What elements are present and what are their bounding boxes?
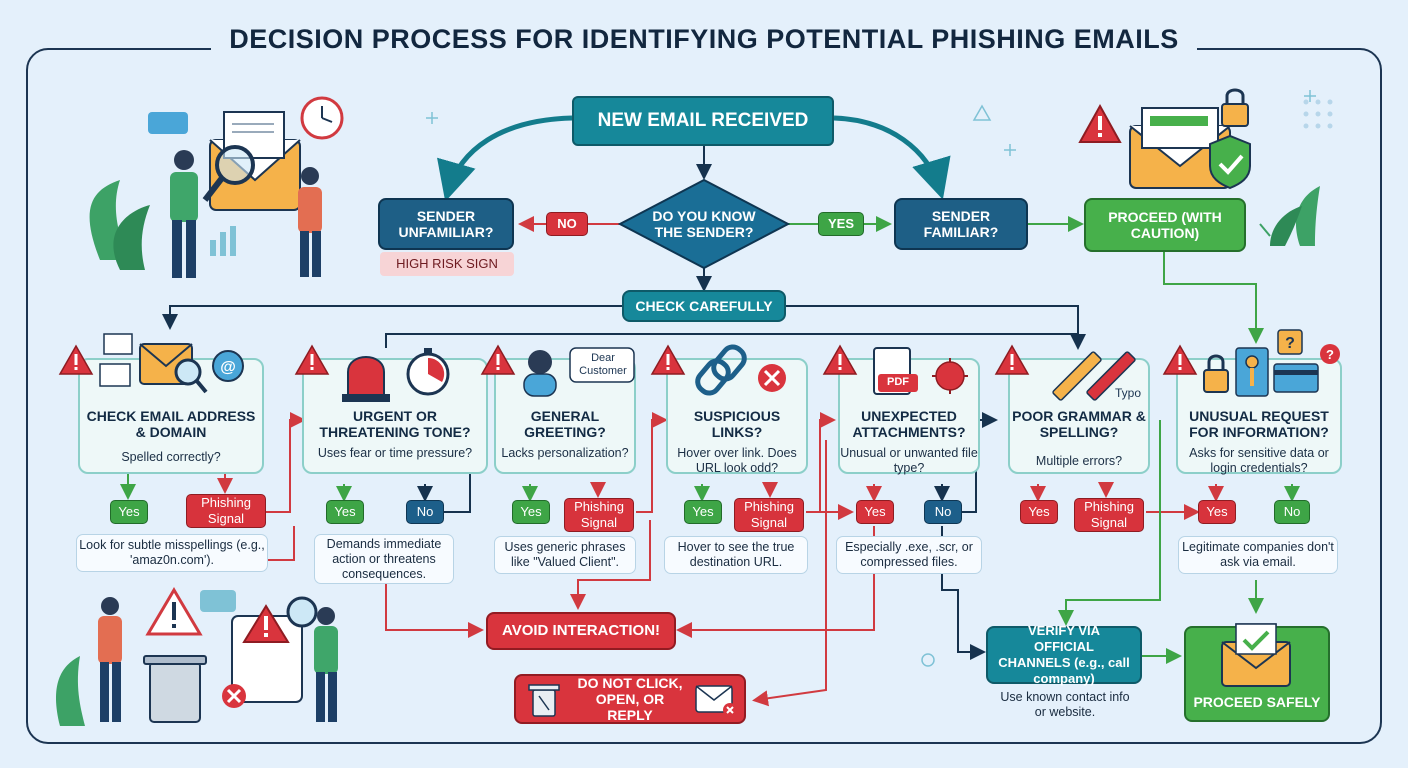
page-title: DECISION PROCESS FOR IDENTIFYING POTENTI… <box>211 24 1197 55</box>
verify-official-box: VERIFY VIA OFFICIAL CHANNELS (e.g., call… <box>986 623 1142 686</box>
card2-note: Demands immediate action or threatens co… <box>314 534 454 584</box>
sender-question-diamond <box>618 178 790 270</box>
new-email-received-box: NEW EMAIL RECEIVED <box>572 96 834 146</box>
no-badge: NO <box>546 212 588 236</box>
card1-note: Look for subtle misspellings (e.g., 'ama… <box>76 534 268 572</box>
card-title: URGENT OR THREATENING TONE? <box>319 408 471 440</box>
card-question: Uses fear or time pressure? <box>317 446 473 460</box>
siren-stopwatch-icon <box>342 348 450 402</box>
card3-phishing-pill: Phishing Signal <box>564 498 634 532</box>
card-title: POOR GRAMMAR & SPELLING? <box>1012 408 1146 440</box>
proceed-safely-label: PROCEED SAFELY <box>1193 694 1321 710</box>
high-risk-badge: HIGH RISK SIGN <box>380 252 514 276</box>
svg-text:?: ? <box>1285 335 1295 352</box>
person-bubble-icon <box>523 347 635 397</box>
card6-phishing-pill: Phishing Signal <box>1074 498 1144 532</box>
card5-note: Especially .exe, .scr, or compressed fil… <box>836 536 982 574</box>
card2-yes-pill: Yes <box>326 500 364 524</box>
card1-phishing-pill: Phishing Signal <box>186 494 266 528</box>
card-general-greeting: GENERAL GREETING? Lacks personalization? <box>494 358 636 474</box>
card2-no-pill: No <box>406 500 444 524</box>
sender-question-text: DO YOU KNOW THE SENDER? <box>652 208 756 240</box>
card-question: Unusual or unwanted file type? <box>840 446 978 475</box>
card-title: GENERAL GREETING? <box>524 408 606 440</box>
pencil-icon <box>1052 351 1136 401</box>
card-title: SUSPICIOUS LINKS? <box>693 408 781 440</box>
trash-icon-overlay <box>528 684 560 717</box>
lock-key-card-icon: ? ? <box>1203 329 1340 397</box>
yes-badge: YES <box>818 212 864 236</box>
svg-text:?: ? <box>1326 347 1334 362</box>
pdf-label: PDF <box>887 376 909 388</box>
secure-email-illustration <box>1078 88 1320 246</box>
curve-left <box>437 115 573 202</box>
card5-no-pill: No <box>924 500 962 524</box>
card-question: Spelled correctly? <box>121 450 221 464</box>
investigation-illustration <box>89 96 344 278</box>
warning-icons <box>58 344 1198 375</box>
proceed-down <box>1163 252 1264 344</box>
curve-right <box>833 115 951 200</box>
card7-yes-pill: Yes <box>1198 500 1236 524</box>
pdf-virus-icon <box>873 347 968 395</box>
branch-right <box>786 305 1086 350</box>
verify-note: Use known contact info or website. <box>1000 690 1130 719</box>
sender-unfamiliar-box: SENDER UNFAMILIAR? <box>378 198 514 250</box>
avoid-interaction-box: AVOID INTERACTION! <box>486 612 676 650</box>
card-urgent-tone: URGENT OR THREATENING TONE? Uses fear or… <box>302 358 488 474</box>
card3-yes-pill: Yes <box>512 500 550 524</box>
card4-note: Hover to see the true destination URL. <box>664 536 808 574</box>
typo-label: Typo <box>1114 386 1141 400</box>
dear-customer-bubble: Dear Customer <box>579 352 627 377</box>
proceed-with-caution-box: PROCEED (WITH CAUTION) <box>1084 198 1246 252</box>
card7-note: Legitimate companies don't ask via email… <box>1178 536 1338 574</box>
branch-mid <box>385 333 1078 348</box>
envelope-magnifier-icon: @ <box>99 333 244 394</box>
envelope-x-overlay <box>695 685 737 717</box>
card3-note: Uses generic phrases like "Valued Client… <box>494 536 636 574</box>
card-question: Asks for sensitive data or login credent… <box>1189 446 1329 475</box>
card-question: Multiple errors? <box>1035 454 1123 468</box>
card4-phishing-pill: Phishing Signal <box>734 498 804 532</box>
card-title: CHECK EMAIL ADDRESS & DOMAIN <box>86 408 256 440</box>
card6-yes-pill: Yes <box>1020 500 1058 524</box>
card4-yes-pill: Yes <box>684 500 722 524</box>
sender-familiar-box: SENDER FAMILIAR? <box>894 198 1028 250</box>
svg-text:@: @ <box>220 359 236 376</box>
trash-illustration <box>56 587 338 726</box>
check-carefully-box: CHECK CAREFULLY <box>622 290 786 322</box>
envelope-check-overlay <box>1221 623 1291 687</box>
title-wrap: DECISION PROCESS FOR IDENTIFYING POTENTI… <box>0 24 1408 55</box>
branch-left <box>162 305 622 330</box>
card-question: Hover over link. Does URL look odd? <box>677 446 797 475</box>
card1-yes-pill: Yes <box>110 500 148 524</box>
card-title: UNEXPECTED ATTACHMENTS? <box>852 408 966 440</box>
card7-no-pill: No <box>1274 500 1310 524</box>
card-question: Lacks personalization? <box>501 446 629 460</box>
card5-yes-pill: Yes <box>856 500 894 524</box>
card-title: UNUSUAL REQUEST FOR INFORMATION? <box>1189 408 1329 440</box>
chain-link-icon <box>695 344 786 396</box>
